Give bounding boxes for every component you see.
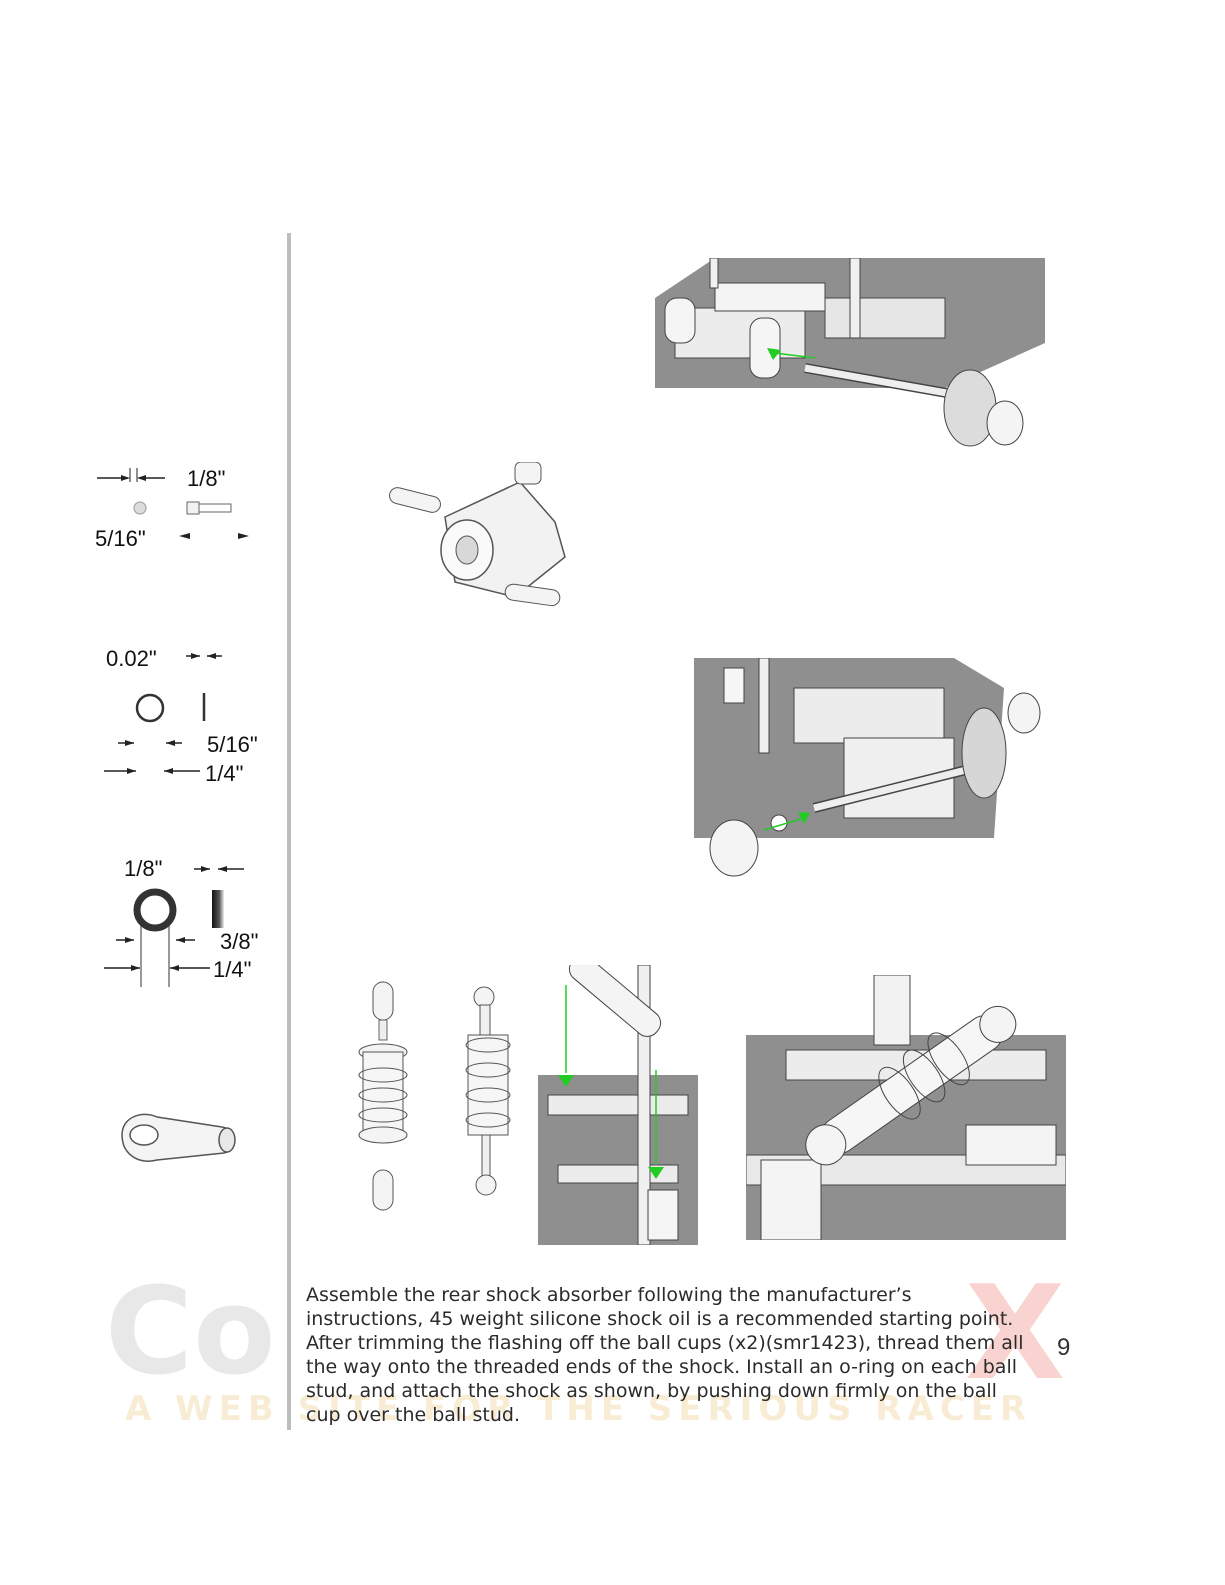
- shock-installed-closeup: [746, 975, 1066, 1240]
- hub-carrier-part: [389, 462, 566, 607]
- screw-length-label: 5/16": [95, 526, 146, 551]
- ball-cup-part: [121, 1113, 236, 1162]
- spacer-diagram: [104, 866, 244, 987]
- spacer-outer-label: 3/8": [220, 929, 259, 954]
- spacer-thickness-label: 1/8": [124, 856, 163, 881]
- shock-assembled-view: [465, 986, 511, 1196]
- screw-diameter-label: 1/8": [187, 466, 226, 491]
- oring-outer-label: 5/16": [207, 732, 258, 757]
- shock-exploded-view: [358, 981, 408, 1211]
- oring-inner-label: 1/4": [205, 761, 244, 786]
- assembly-instructions: Assemble the rear shock absorber followi…: [306, 1284, 1024, 1426]
- column-divider: [287, 233, 291, 1430]
- svg-text:Co: Co: [105, 1268, 276, 1402]
- shock-mounting-illustration: [538, 965, 698, 1245]
- watermark-logo: Co X A WEB SITE FOR THE SERIOUS RACER: [105, 1268, 1065, 1428]
- rear-hub-assembly-illustration: [655, 258, 1045, 447]
- svg-text:A WEB SITE FOR THE SER: A WEB SITE FOR THE SERIOUS RACER: [125, 1389, 1032, 1428]
- screw-diagram: [97, 468, 249, 539]
- page-number: 9: [1057, 1334, 1071, 1361]
- bearing-installation-illustration: [694, 658, 1041, 877]
- spacer-inner-label: 1/4": [213, 957, 252, 982]
- svg-text:X: X: [965, 1268, 1065, 1409]
- oring-thickness-label: 0.02": [106, 646, 157, 671]
- oring-diagram: [104, 653, 222, 774]
